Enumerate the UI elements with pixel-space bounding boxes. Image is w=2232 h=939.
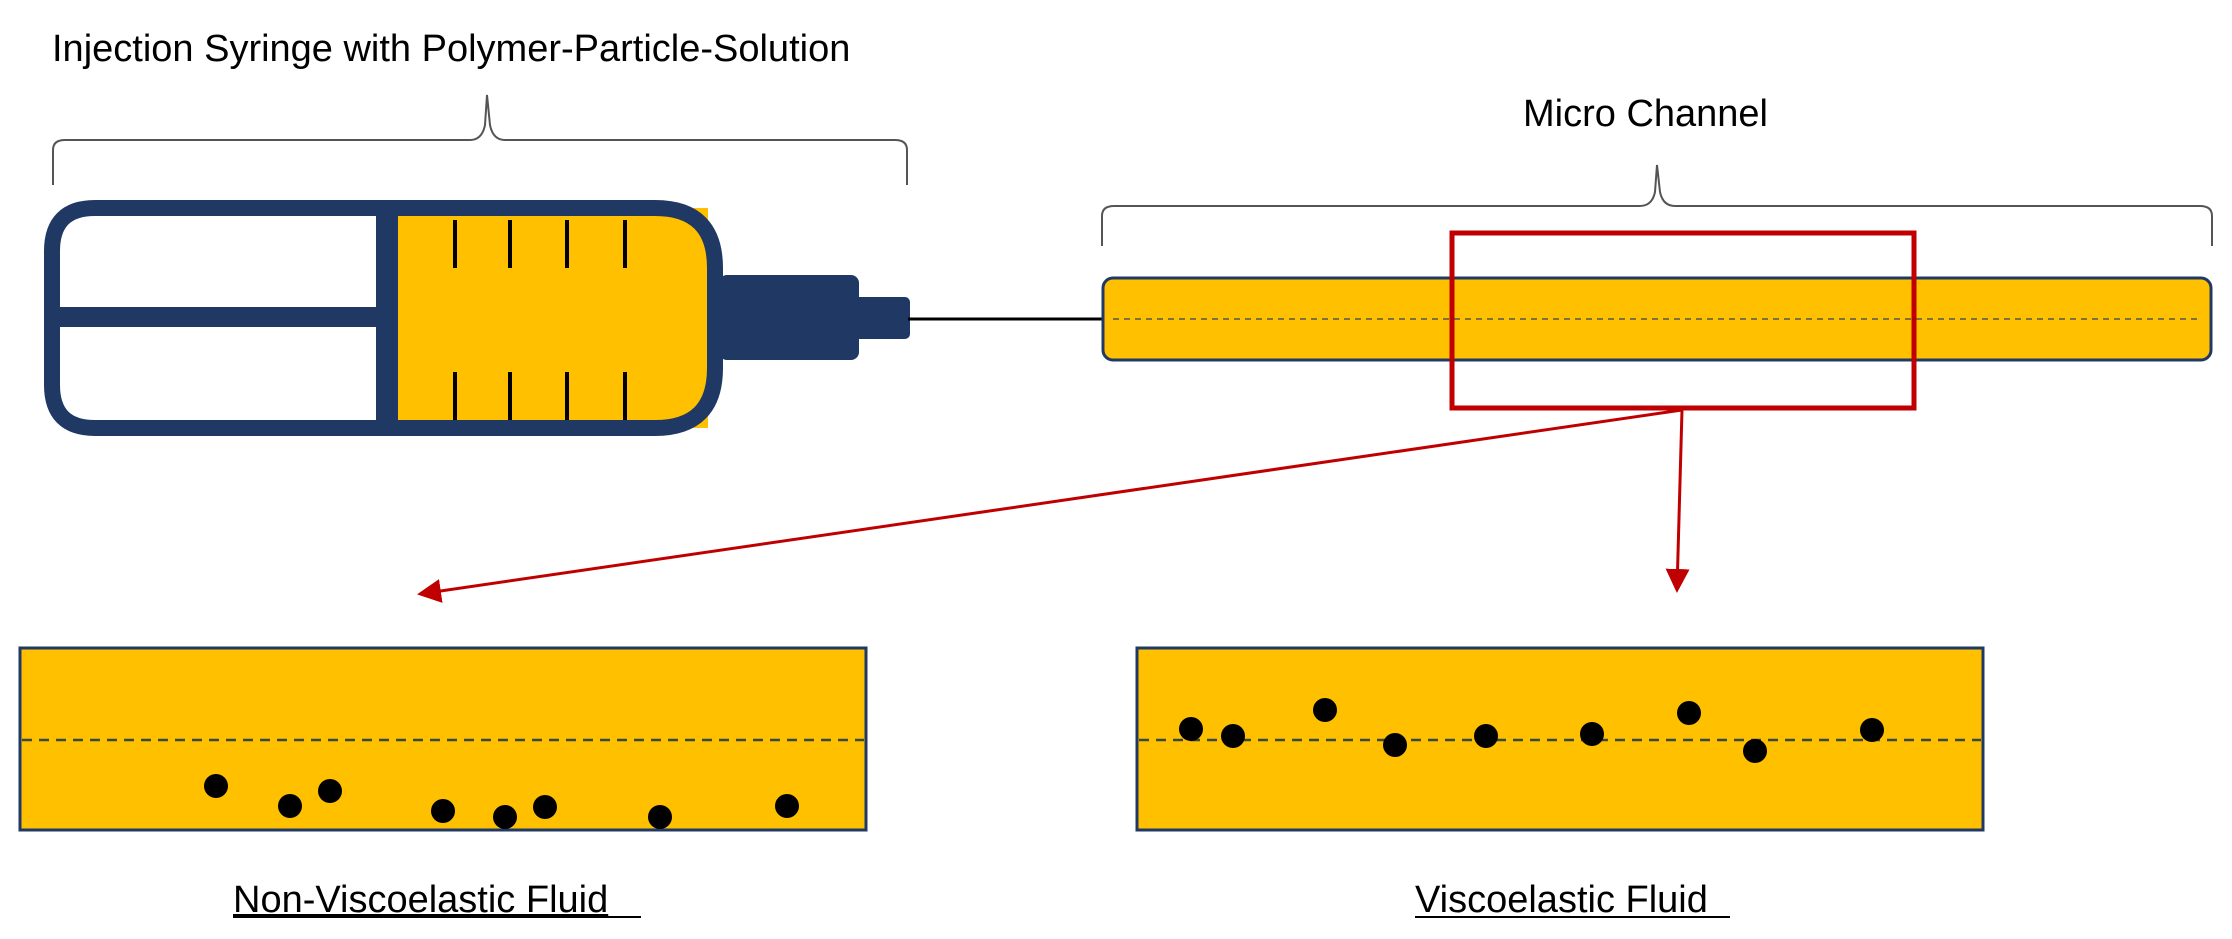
- zoom-highlight-box: [1449, 230, 1917, 411]
- syringe-tip: [850, 297, 910, 339]
- particle: [1313, 698, 1337, 722]
- non-viscoelastic-label: Non-Viscoelastic Fluid: [233, 879, 608, 921]
- non-viscoelastic-particles: [204, 774, 799, 829]
- particle: [431, 799, 455, 823]
- syringe-hub: [719, 275, 859, 360]
- channel-brace: [1101, 164, 2213, 246]
- plunger-rod: [52, 307, 382, 327]
- viscoelastic-panel: Viscoelastic Fluid: [1135, 646, 1985, 921]
- particle: [1474, 724, 1498, 748]
- syringe-barrel-fill: [388, 208, 708, 428]
- particle: [1743, 739, 1767, 763]
- arrow-to-non-viscoelastic: [417, 408, 1683, 603]
- particle: [775, 794, 799, 818]
- channel-label: Micro Channel: [1523, 93, 1768, 135]
- non-viscoelastic-panel: Non-Viscoelastic Fluid: [18, 646, 868, 921]
- particle: [1580, 722, 1604, 746]
- particle: [648, 805, 672, 829]
- viscoelastic-particles: [1179, 698, 1884, 763]
- syringe-barrel: [44, 200, 723, 436]
- particle: [1383, 733, 1407, 757]
- syringe-label: Injection Syringe with Polymer-Particle-…: [52, 28, 850, 70]
- particle: [1677, 701, 1701, 725]
- particle: [278, 794, 302, 818]
- graduation-marks: [453, 220, 627, 420]
- particle: [1860, 718, 1884, 742]
- syringe: [44, 200, 1102, 436]
- particle: [1179, 717, 1203, 741]
- arrow-to-viscoelastic: [1665, 409, 1690, 593]
- particle: [318, 779, 342, 803]
- viscoelastic-label: Viscoelastic Fluid: [1415, 879, 1708, 921]
- particle: [1221, 724, 1245, 748]
- syringe-brace: [52, 94, 908, 185]
- particle: [533, 795, 557, 819]
- particle: [204, 774, 228, 798]
- particle: [493, 805, 517, 829]
- plunger-seal: [376, 208, 398, 428]
